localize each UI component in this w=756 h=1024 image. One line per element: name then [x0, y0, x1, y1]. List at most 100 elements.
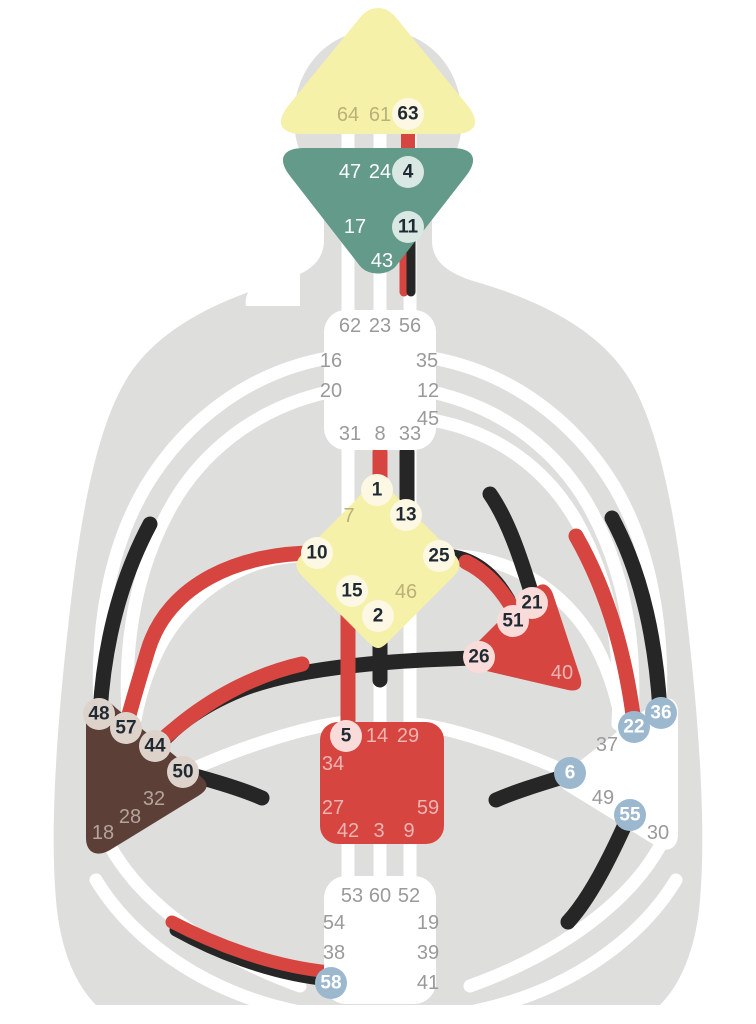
gate-41[interactable]: 41	[417, 972, 439, 994]
gate-badge-57	[110, 712, 142, 744]
gate-57[interactable]: 57	[110, 712, 142, 744]
gate-37[interactable]: 37	[596, 734, 618, 756]
gate-23[interactable]: 23	[369, 315, 391, 337]
center-head[interactable]	[280, 8, 476, 134]
gate-49[interactable]: 49	[592, 787, 614, 809]
gate-58[interactable]: 58	[315, 967, 347, 999]
gate-64[interactable]: 64	[337, 104, 359, 126]
gate-11[interactable]: 11	[392, 211, 424, 243]
gate-22[interactable]: 22	[618, 711, 650, 743]
gate-badge-15	[336, 575, 368, 607]
gate-35[interactable]: 35	[416, 350, 438, 372]
gate-number-29: 29	[397, 725, 419, 747]
gate-7[interactable]: 7	[343, 505, 354, 527]
gate-number-53: 53	[341, 885, 363, 907]
gate-26[interactable]: 26	[463, 641, 495, 673]
gate-badge-50	[167, 756, 199, 788]
gate-6[interactable]: 6	[554, 757, 586, 789]
channel-25-51-design	[458, 554, 518, 612]
gate-56[interactable]: 56	[399, 315, 421, 337]
gate-25[interactable]: 25	[423, 540, 455, 572]
gate-20[interactable]: 20	[320, 380, 342, 402]
gate-number-63: 63	[397, 104, 418, 125]
gate-63[interactable]: 63	[392, 98, 424, 130]
gate-14[interactable]: 14	[366, 725, 388, 747]
gate-number-50: 50	[172, 762, 193, 783]
gate-54[interactable]: 54	[323, 912, 345, 934]
gate-number-24: 24	[369, 161, 391, 183]
center-ajna[interactable]	[282, 148, 474, 274]
gate-1[interactable]: 1	[361, 474, 393, 506]
gate-badge-44	[139, 730, 171, 762]
center-sacral[interactable]	[320, 722, 444, 844]
gate-number-41: 41	[417, 972, 439, 994]
gate-53[interactable]: 53	[341, 885, 363, 907]
gate-8[interactable]: 8	[374, 423, 385, 445]
gate-43[interactable]: 43	[371, 250, 393, 272]
gate-47[interactable]: 47	[339, 161, 361, 183]
gate-62[interactable]: 62	[339, 315, 361, 337]
gate-31[interactable]: 31	[339, 423, 361, 445]
gate-number-5: 5	[341, 726, 352, 747]
center-root[interactable]	[324, 876, 436, 1004]
gate-48[interactable]: 48	[83, 698, 115, 730]
gate-59[interactable]: 59	[417, 797, 439, 819]
gate-45[interactable]: 45	[417, 408, 439, 430]
gate-2[interactable]: 2	[362, 600, 394, 632]
gate-61[interactable]: 61	[369, 104, 391, 126]
gate-44[interactable]: 44	[139, 730, 171, 762]
gate-number-62: 62	[339, 315, 361, 337]
gate-number-37: 37	[596, 734, 618, 756]
gate-number-52: 52	[398, 885, 420, 907]
gate-number-61: 61	[369, 104, 391, 126]
gate-number-11: 11	[398, 217, 419, 238]
gate-42[interactable]: 42	[337, 820, 359, 842]
gate-39[interactable]: 39	[417, 942, 439, 964]
gate-46[interactable]: 46	[395, 581, 417, 603]
gate-33[interactable]: 33	[399, 423, 421, 445]
gate-16[interactable]: 16	[320, 350, 342, 372]
gate-number-55: 55	[619, 805, 641, 826]
gate-27[interactable]: 27	[322, 797, 344, 819]
gate-55[interactable]: 55	[614, 799, 646, 831]
gate-15[interactable]: 15	[336, 575, 368, 607]
gate-number-15: 15	[341, 581, 363, 602]
gate-5[interactable]: 5	[330, 720, 362, 752]
gate-29[interactable]: 29	[397, 725, 419, 747]
gate-13[interactable]: 13	[390, 499, 422, 531]
gate-number-22: 22	[623, 717, 644, 738]
gate-34[interactable]: 34	[322, 753, 344, 775]
gate-4[interactable]: 4	[392, 156, 424, 188]
center-heart[interactable]	[464, 584, 582, 691]
gate-32[interactable]: 32	[143, 788, 165, 810]
channel-48-16	[92, 516, 158, 720]
gate-36[interactable]: 36	[645, 697, 677, 729]
gate-24[interactable]: 24	[369, 161, 391, 183]
gate-badge-26	[463, 641, 495, 673]
gate-10[interactable]: 10	[301, 537, 333, 569]
gate-number-39: 39	[417, 942, 439, 964]
gate-number-44: 44	[144, 736, 166, 757]
gate-3[interactable]: 3	[373, 820, 384, 842]
center-throat[interactable]	[324, 310, 436, 450]
gate-38[interactable]: 38	[323, 942, 345, 964]
gate-60[interactable]: 60	[369, 885, 391, 907]
gate-number-7: 7	[343, 505, 354, 527]
center-solar-plexus[interactable]	[559, 698, 678, 850]
gate-9[interactable]: 9	[403, 820, 414, 842]
gate-28[interactable]: 28	[119, 806, 141, 828]
gate-17[interactable]: 17	[344, 216, 366, 238]
gate-number-30: 30	[647, 822, 669, 844]
gate-number-60: 60	[369, 885, 391, 907]
gate-number-43: 43	[371, 250, 393, 272]
gate-19[interactable]: 19	[417, 912, 439, 934]
gate-number-48: 48	[88, 704, 109, 725]
gate-50[interactable]: 50	[167, 756, 199, 788]
gate-18[interactable]: 18	[92, 822, 114, 844]
gate-12[interactable]: 12	[417, 380, 439, 402]
gate-52[interactable]: 52	[398, 885, 420, 907]
gate-51[interactable]: 51	[497, 605, 529, 637]
gate-30[interactable]: 30	[647, 822, 669, 844]
gate-40[interactable]: 40	[551, 662, 573, 684]
